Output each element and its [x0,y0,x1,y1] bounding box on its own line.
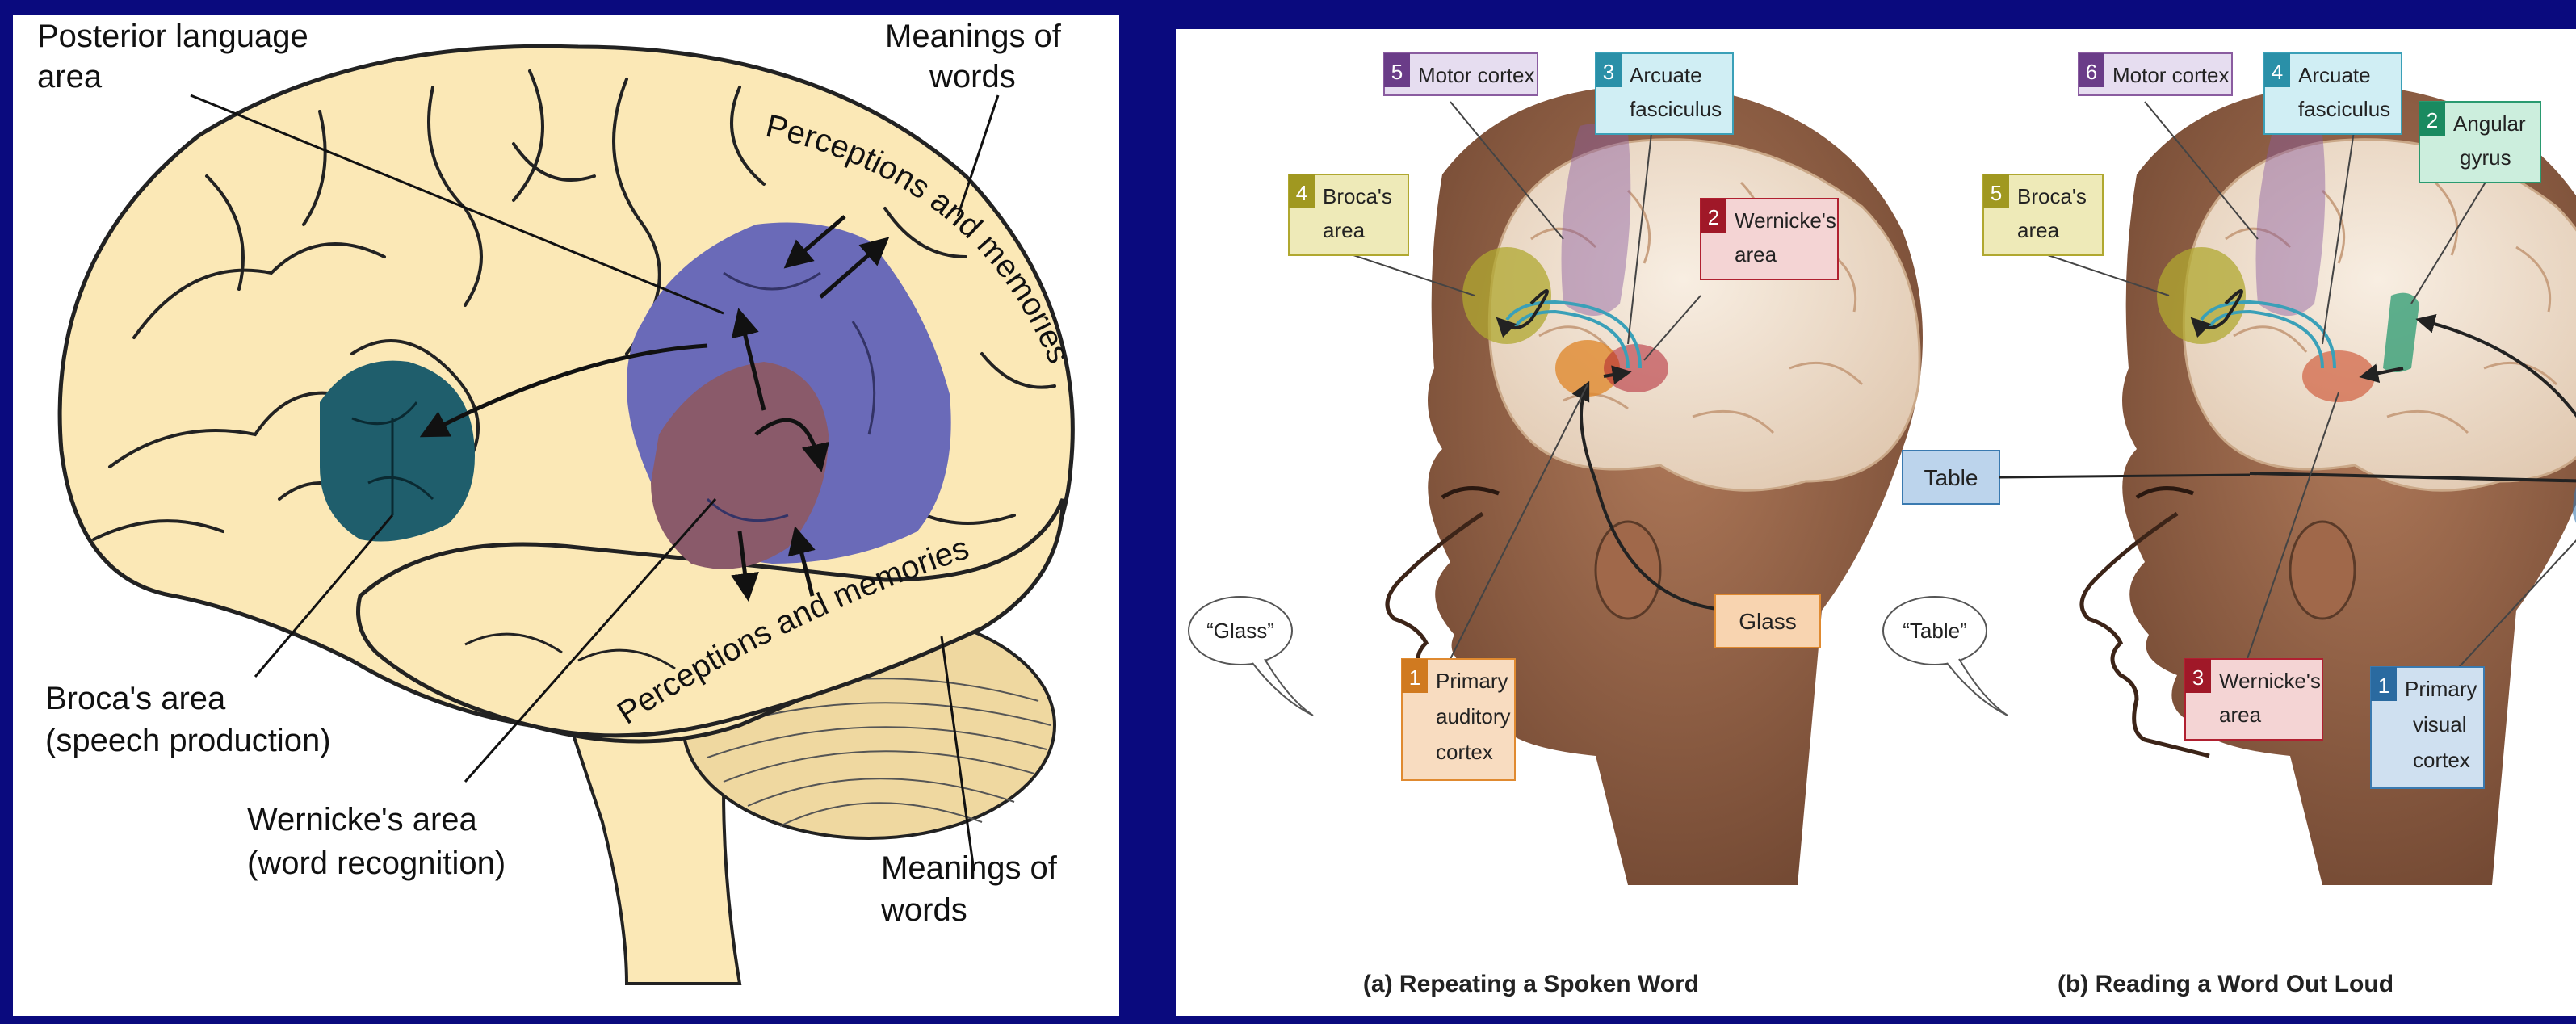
temporal-lobe [356,498,1065,738]
svg-text:Angular: Angular [2453,111,2526,136]
svg-text:area: area [2219,703,2262,727]
svg-text:Broca's: Broca's [1323,184,1392,208]
wernickes-label-1: Wernicke's area [247,802,478,837]
svg-text:area: area [2017,218,2060,242]
meanings-top-label-2: words [929,59,1016,94]
arcuate-fibers-b [2200,300,2336,369]
label-wernickes-area-a: 2 Wernicke's area [1700,198,1839,280]
motor-cortex-a [1561,123,1631,316]
svg-text:area: area [1735,242,1777,266]
label-arcuate-fasciculus-a: 3 Arcuate fasciculus [1595,52,1734,135]
posterior-language-label-2: area [37,59,103,94]
svg-text:2: 2 [2427,108,2438,132]
left-brain-diagram: Perceptions and memories Perceptions and… [13,15,1119,1016]
speech-bubble-glass: “Glass” [1188,596,1314,716]
meanings-top-label-1: Meanings of [885,19,1062,54]
auditory-path-arrow-a [1571,380,1742,612]
visual-path-arrow-b [2249,472,2576,483]
stimulus-glass: Glass [1714,594,1821,648]
svg-text:1: 1 [2378,674,2389,698]
auditory-region-a [1555,340,1620,397]
svg-text:fasciculus: fasciculus [2298,97,2390,121]
label-primary-visual-cortex-b: 1 Primary visual cortex [2370,666,2485,789]
svg-text:Motor cortex: Motor cortex [2112,63,2230,87]
label-arcuate-fasciculus-b: 4 Arcuate fasciculus [2263,52,2402,135]
label-angular-gyrus-b: 2 Angular gyrus [2419,101,2541,183]
brain-b [2182,138,2576,492]
svg-text:Broca's: Broca's [2017,184,2087,208]
svg-text:auditory: auditory [1436,704,1511,728]
svg-text:Wernicke's: Wernicke's [2219,669,2321,693]
svg-text:3: 3 [2192,665,2204,690]
svg-text:Motor cortex: Motor cortex [1418,63,1535,87]
wernickes-label-2: (word recognition) [247,846,506,881]
arrow-up-right [819,237,890,299]
angular-gyrus-b [2383,292,2419,372]
svg-text:“Glass”: “Glass” [1206,619,1274,643]
visual-cortex-b [2573,486,2576,523]
brocas-label-1: Broca's area [45,681,226,716]
broca-area [320,360,475,542]
meanings-bottom-label-1: Meanings of [881,850,1058,886]
svg-text:Wernicke's: Wernicke's [1735,208,1836,233]
posterior-language-label-1: Posterior language [37,19,308,54]
label-brocas-area-b: 5 Broca's area [1982,174,2104,256]
arrow-down-1 [731,531,759,602]
label-motor-cortex-b: 6 Motor cortex [2078,52,2233,96]
wernicke-region-b [2302,350,2375,402]
wernicke-region-a [1604,344,1668,392]
svg-text:Arcuate: Arcuate [2298,63,2371,87]
left-brain-svg: Perceptions and memories Perceptions and… [37,19,1076,985]
brainstem [568,724,742,985]
svg-text:gyrus: gyrus [2460,145,2511,170]
stimulus-table: Table [1902,450,2000,505]
svg-text:Arcuate: Arcuate [1630,63,1702,87]
label-primary-auditory-cortex-a: 1 Primary auditory cortex [1401,658,1516,781]
caption-panel-b: (b) Reading a Word Out Loud [2058,971,2393,997]
svg-text:Table: Table [1924,465,1978,490]
label-motor-cortex-a: 5 Motor cortex [1383,52,1538,96]
svg-text:fasciculus: fasciculus [1630,97,1722,121]
svg-text:5: 5 [1391,60,1403,84]
svg-text:6: 6 [2086,60,2097,84]
svg-text:3: 3 [1603,60,1614,84]
svg-text:visual: visual [2413,712,2466,737]
brocas-label-2: (speech production) [45,723,331,758]
svg-text:“Table”: “Table” [1903,619,1966,643]
svg-text:4: 4 [2272,60,2283,84]
caption-panel-a: (a) Repeating a Spoken Word [1363,971,1699,997]
svg-text:2: 2 [1708,205,1719,229]
arrow-down-left [783,215,846,269]
svg-text:Primary: Primary [1436,669,1508,693]
svg-text:4: 4 [1296,181,1307,205]
arrow-up-1 [787,526,816,597]
arrow-to-broca [419,343,708,438]
head-b [2023,85,2576,885]
head-a [1328,85,1923,885]
svg-text:area: area [1323,218,1366,242]
arrow-up [731,308,766,411]
label-wernickes-area-b: 3 Wernicke's area [2184,658,2323,741]
arrow-curve [754,418,829,472]
speech-bubble-table: “Table” [1882,596,2008,716]
meanings-bottom-label-2: words [880,892,967,928]
svg-text:Primary: Primary [2405,677,2477,701]
svg-text:cortex: cortex [2413,748,2470,772]
svg-text:1: 1 [1409,665,1420,690]
svg-text:Glass: Glass [1739,609,1797,634]
arcuate-fibers-a [1505,300,1642,369]
right-head-diagrams: 5 Motor cortex 3 Arcuate fasciculus 4 Br… [1176,29,2576,1016]
svg-text:cortex: cortex [1436,740,1493,764]
svg-text:5: 5 [1991,181,2002,205]
flow-arrows [419,215,890,602]
label-brocas-area-a: 4 Broca's area [1288,174,1409,256]
right-heads-svg: 5 Motor cortex 3 Arcuate fasciculus 4 Br… [1188,52,2576,997]
motor-cortex-b [2255,123,2326,316]
